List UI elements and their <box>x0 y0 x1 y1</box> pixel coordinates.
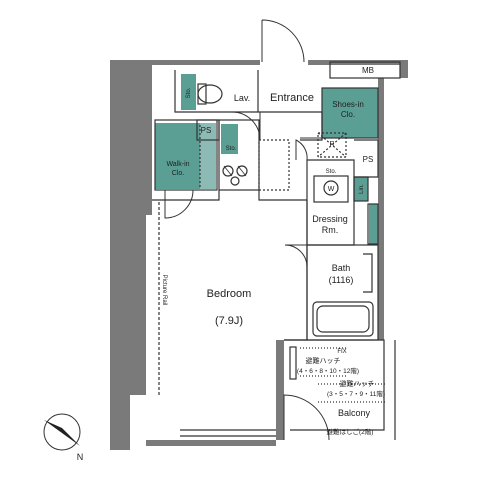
bath-door <box>284 244 308 268</box>
bedroom-label-1: Bedroom <box>207 288 252 300</box>
ps-right-label: PS <box>363 155 374 164</box>
doors <box>164 19 330 441</box>
compass: N <box>43 413 84 462</box>
r-label: R <box>329 141 334 148</box>
hatch-b-label-1: 避難ハッチ <box>340 379 375 388</box>
west-wall <box>110 60 152 450</box>
kitchen-sto-label: Sto. <box>226 146 237 152</box>
partitions <box>152 61 401 440</box>
stove-icon <box>223 165 247 177</box>
lav-sto-label: Sto. <box>186 87 192 98</box>
lin-label: Lin. <box>359 184 365 194</box>
hatch-b-label-2: (3・5・7・9・11階) <box>327 389 385 398</box>
east-wall-mb <box>400 60 408 78</box>
hatch-a-label-2: (4・6・8・10・12階) <box>297 366 359 375</box>
hatch-a-label-1: 避難ハッチ <box>306 356 341 365</box>
walk-in-door <box>164 189 194 219</box>
compass-north-label: N <box>77 452 84 462</box>
compass-circle <box>43 413 81 451</box>
picture-rail-label: Picture Rail <box>161 275 167 306</box>
east-wall <box>378 78 384 340</box>
ladder-label: 避難はしご(2階) <box>327 427 374 436</box>
ps-left-label: PS <box>201 126 212 135</box>
w-label: W <box>328 186 335 193</box>
bath-label-2: (1116) <box>329 275 354 285</box>
entrance-door <box>261 19 305 63</box>
shoes-closet-label-1: Shoes-in <box>332 100 364 109</box>
walk-in-label-1: Walk-in <box>166 161 189 168</box>
kitchen-storage <box>221 124 238 154</box>
walk-in-label-2: Clo. <box>172 170 185 177</box>
south-wall-left <box>146 440 276 446</box>
walk-in-closet-fill <box>155 123 200 189</box>
lav-label: Lav. <box>234 93 250 103</box>
bath-label-1: Bath <box>332 263 351 273</box>
entrance-label: Entrance <box>270 92 314 104</box>
lav-storage <box>181 74 196 110</box>
dressing-sto-label: Sto. <box>326 169 337 175</box>
lin-storage <box>354 177 368 201</box>
fix-label: FIX <box>337 349 346 355</box>
compass-arrow-icon <box>44 420 80 446</box>
shoes-in-closet-fill <box>322 88 378 138</box>
dressing-storage <box>369 204 378 244</box>
walls <box>110 60 408 450</box>
shoes-closet-label-2: Clo. <box>341 110 355 119</box>
labels: MB Entrance Lav. Sto. Shoes-in Clo. PS S… <box>161 66 385 436</box>
mb-label: MB <box>362 66 374 75</box>
dressing-label-1: Dressing <box>312 214 348 224</box>
dressing-label-2: Rm. <box>322 225 339 235</box>
balcony-door <box>283 394 330 441</box>
balcony-wall <box>276 340 284 440</box>
balcony-label: Balcony <box>338 408 371 418</box>
bedroom-label-2: (7.9J) <box>215 315 243 327</box>
dressing-door <box>295 139 308 161</box>
lav-door <box>231 111 261 141</box>
north-wall-left <box>152 60 260 65</box>
